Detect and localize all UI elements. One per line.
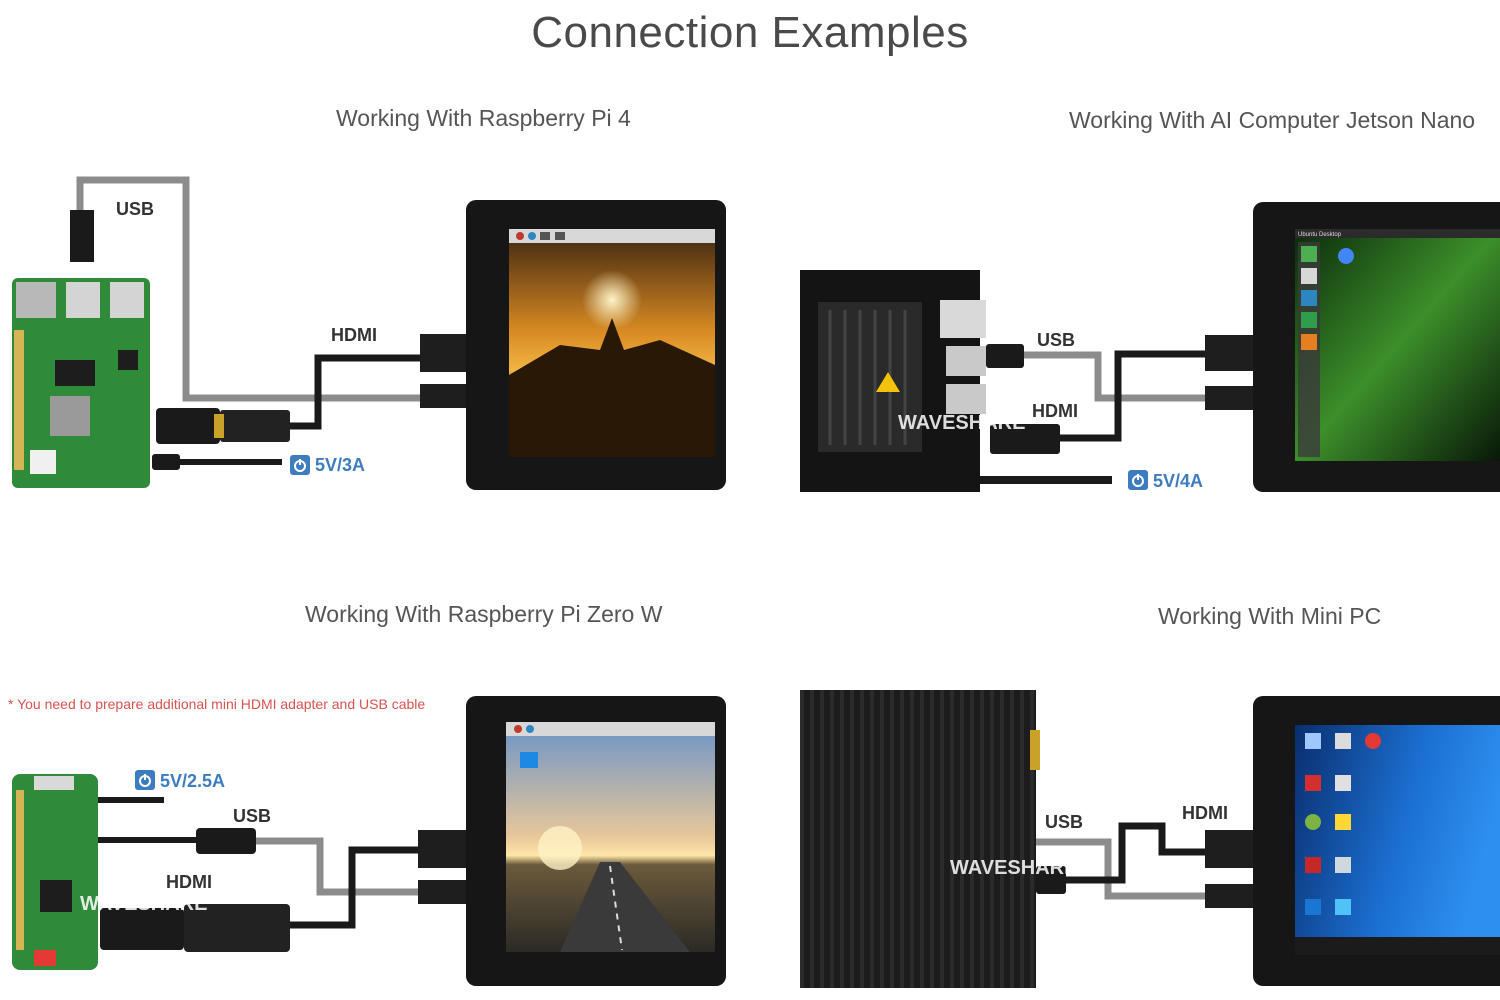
jetson-screen bbox=[1295, 229, 1500, 461]
panel-title-rpi4: Working With Raspberry Pi 4 bbox=[336, 105, 631, 131]
rpi4-power-label: 5V/3A bbox=[315, 455, 365, 475]
zero-usb-cable bbox=[256, 837, 418, 896]
jetson-watermark: WAVESHARE bbox=[898, 412, 1025, 434]
panel-title-zero: Working With Raspberry Pi Zero W bbox=[305, 601, 663, 627]
mini-pc-case bbox=[800, 690, 1036, 988]
jetson-usb-cable bbox=[990, 351, 1205, 402]
rpi4-hdmi-label: HDMI bbox=[331, 325, 377, 345]
jetson-panel: Ubuntu Desktop USB HDMI bbox=[800, 202, 1500, 492]
power-icon bbox=[135, 770, 155, 790]
minipc-hdmi-label: HDMI bbox=[1182, 803, 1228, 823]
minipc-hdmi-cable bbox=[1060, 822, 1205, 884]
jetson-desktop-label: Ubuntu Desktop bbox=[1298, 232, 1342, 238]
minipc-panel: USB HDMI WAVESHARE bbox=[800, 690, 1500, 988]
panel-title-jetson: Working With AI Computer Jetson Nano bbox=[1069, 107, 1476, 133]
zero-panel: 5V/2.5A USB HDMI WAVESHARE bbox=[12, 696, 726, 986]
rpi4-panel: USB HDMI 5V/3A WAVESHARE bbox=[12, 176, 726, 490]
rpi4-usb-label: USB bbox=[116, 199, 154, 219]
jetson-usb-label: USB bbox=[1037, 330, 1075, 350]
minipc-usb-cable bbox=[1036, 838, 1205, 900]
zero-hdmi-cable bbox=[290, 846, 418, 929]
zero-hdmi-label: HDMI bbox=[166, 872, 212, 892]
adapter-note: * You need to prepare additional mini HD… bbox=[8, 696, 426, 712]
trash-icon bbox=[520, 752, 538, 768]
rpi4-watermark: WAVESHARE bbox=[14, 261, 141, 283]
desktop-icons bbox=[1305, 733, 1381, 915]
minipc-usb-label: USB bbox=[1045, 812, 1083, 832]
jetson-hdmi-cable bbox=[1060, 350, 1205, 442]
power-icon bbox=[290, 455, 310, 475]
jetson-hdmi-label: HDMI bbox=[1032, 401, 1078, 421]
zero-power-label: 5V/2.5A bbox=[160, 771, 225, 791]
minipc-watermark: WAVESHARE bbox=[950, 857, 1077, 879]
zero-watermark: WAVESHARE bbox=[80, 893, 207, 915]
power-icon bbox=[1128, 470, 1148, 490]
rpi4-usb-cable bbox=[76, 176, 420, 402]
jetson-power-label: 5V/4A bbox=[1153, 471, 1203, 491]
panel-title-minipc: Working With Mini PC bbox=[1158, 603, 1382, 629]
minipc-screen bbox=[1295, 725, 1500, 955]
page-title: Connection Examples bbox=[531, 8, 969, 57]
raspberry-pi-zero-board bbox=[12, 774, 98, 970]
zero-usb-label: USB bbox=[233, 806, 271, 826]
